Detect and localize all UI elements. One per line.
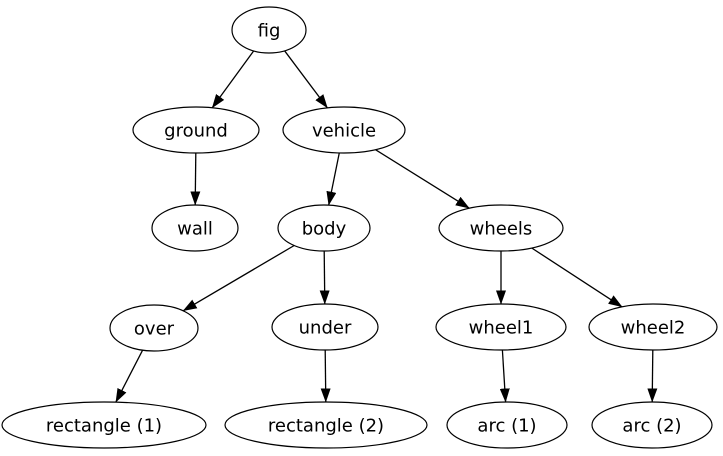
node-wheels: wheels	[438, 204, 564, 252]
edge-over-rectangle1	[115, 349, 144, 403]
node-fig: fig	[231, 6, 307, 54]
node-wall: wall	[151, 204, 239, 252]
node-ellipse-arc2	[591, 401, 713, 449]
edge-under-rectangle2	[320, 349, 331, 403]
edge-wheel2-arc2	[647, 349, 658, 403]
node-label-body: body	[302, 219, 347, 240]
node-label-vehicle: vehicle	[312, 121, 376, 142]
node-ellipse-under	[271, 303, 379, 351]
node-arc1: arc (1)	[446, 401, 568, 449]
node-ellipse-rectangle2	[224, 401, 428, 449]
node-label-arc1: arc (1)	[477, 416, 536, 437]
edge-wheel1-arc1	[499, 349, 510, 403]
edge-wheels-wheel2	[531, 247, 623, 308]
node-label-rectangle2: rectangle (2)	[268, 416, 384, 437]
node-ellipse-over	[109, 304, 199, 352]
node-vehicle: vehicle	[282, 106, 406, 154]
node-label-fig: fig	[258, 21, 281, 42]
node-ellipse-wheel2	[588, 303, 718, 351]
node-ellipse-vehicle	[282, 106, 406, 154]
edge-fig-vehicle	[284, 50, 328, 109]
node-over: over	[109, 304, 199, 352]
node-label-wall: wall	[177, 219, 213, 240]
edge-ground-wall	[190, 152, 201, 206]
node-label-wheels: wheels	[470, 219, 533, 240]
edge-vehicle-body	[326, 152, 340, 206]
node-ellipse-body	[277, 204, 371, 252]
edge-body-under	[319, 250, 330, 305]
node-label-wheel2: wheel2	[621, 318, 686, 339]
node-rectangle2: rectangle (2)	[224, 401, 428, 449]
node-label-over: over	[134, 319, 175, 340]
edge-fig-ground	[211, 50, 255, 109]
node-label-under: under	[299, 318, 352, 339]
node-under: under	[271, 303, 379, 351]
node-ground: ground	[132, 106, 260, 154]
node-ellipse-arc1	[446, 401, 568, 449]
edge-vehicle-wheels	[375, 149, 470, 209]
node-wheel2: wheel2	[588, 303, 718, 351]
node-arc2: arc (2)	[591, 401, 713, 449]
node-ellipse-wheels	[438, 204, 564, 252]
node-label-rectangle1: rectangle (1)	[46, 416, 162, 437]
node-ellipse-wheel1	[435, 303, 567, 351]
node-ellipse-wall	[151, 204, 239, 252]
node-label-ground: ground	[164, 121, 228, 142]
node-label-wheel1: wheel1	[469, 318, 534, 339]
node-ellipse-fig	[231, 6, 307, 54]
node-rectangle1: rectangle (1)	[1, 401, 207, 449]
node-ellipse-ground	[132, 106, 260, 154]
node-wheel1: wheel1	[435, 303, 567, 351]
edge-body-over	[182, 244, 295, 312]
node-label-arc2: arc (2)	[622, 416, 681, 437]
node-body: body	[277, 204, 371, 252]
node-ellipse-rectangle1	[1, 401, 207, 449]
